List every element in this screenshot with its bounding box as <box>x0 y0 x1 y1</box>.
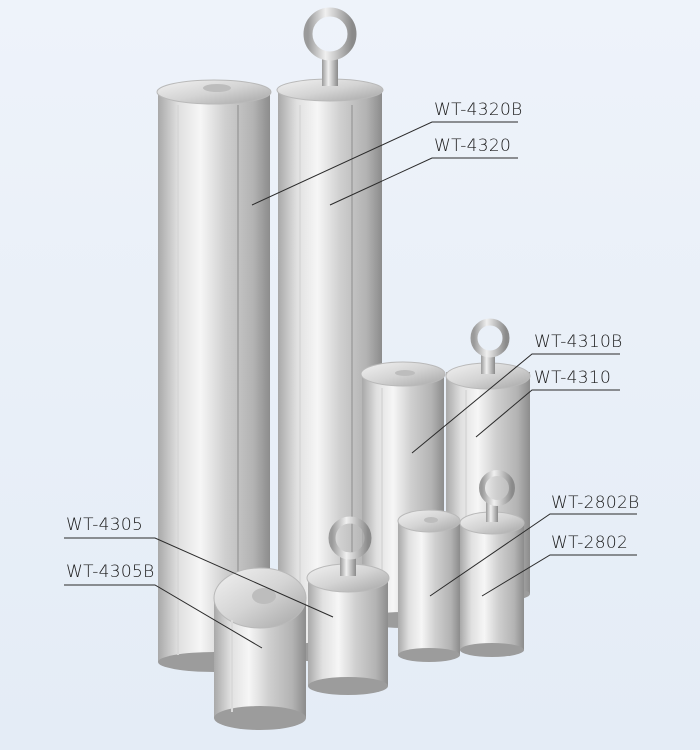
label-wt-4305b: WT-4305B <box>66 562 155 582</box>
cylinder-wt-4320b <box>156 79 272 672</box>
cylinder-wt-2802b <box>397 509 461 662</box>
leader-wt-4320b <box>251 121 518 206</box>
cylinder-wt-4305b <box>213 567 307 730</box>
label-wt-4320: WT-4320 <box>434 136 512 156</box>
label-wt-2802: WT-2802 <box>551 533 629 553</box>
leader-lines <box>64 121 637 649</box>
leader-wt-4305 <box>64 537 334 618</box>
leader-wt-2802 <box>481 554 637 597</box>
label-wt-4305: WT-4305 <box>66 515 144 535</box>
label-wt-4310: WT-4310 <box>534 368 612 388</box>
leader-wt-2802b <box>429 513 637 597</box>
label-wt-2802b: WT-2802B <box>551 493 640 513</box>
leader-wt-4305b <box>64 584 263 649</box>
leader-wt-4310 <box>475 389 620 438</box>
cylinder-wt-4305 <box>306 516 390 695</box>
cylinder-wt-2802 <box>459 470 525 657</box>
label-wt-4320b: WT-4320B <box>434 100 523 120</box>
label-wt-4310b: WT-4310B <box>534 332 623 352</box>
leader-wt-4310b <box>411 353 620 454</box>
leader-wt-4320 <box>329 157 518 206</box>
